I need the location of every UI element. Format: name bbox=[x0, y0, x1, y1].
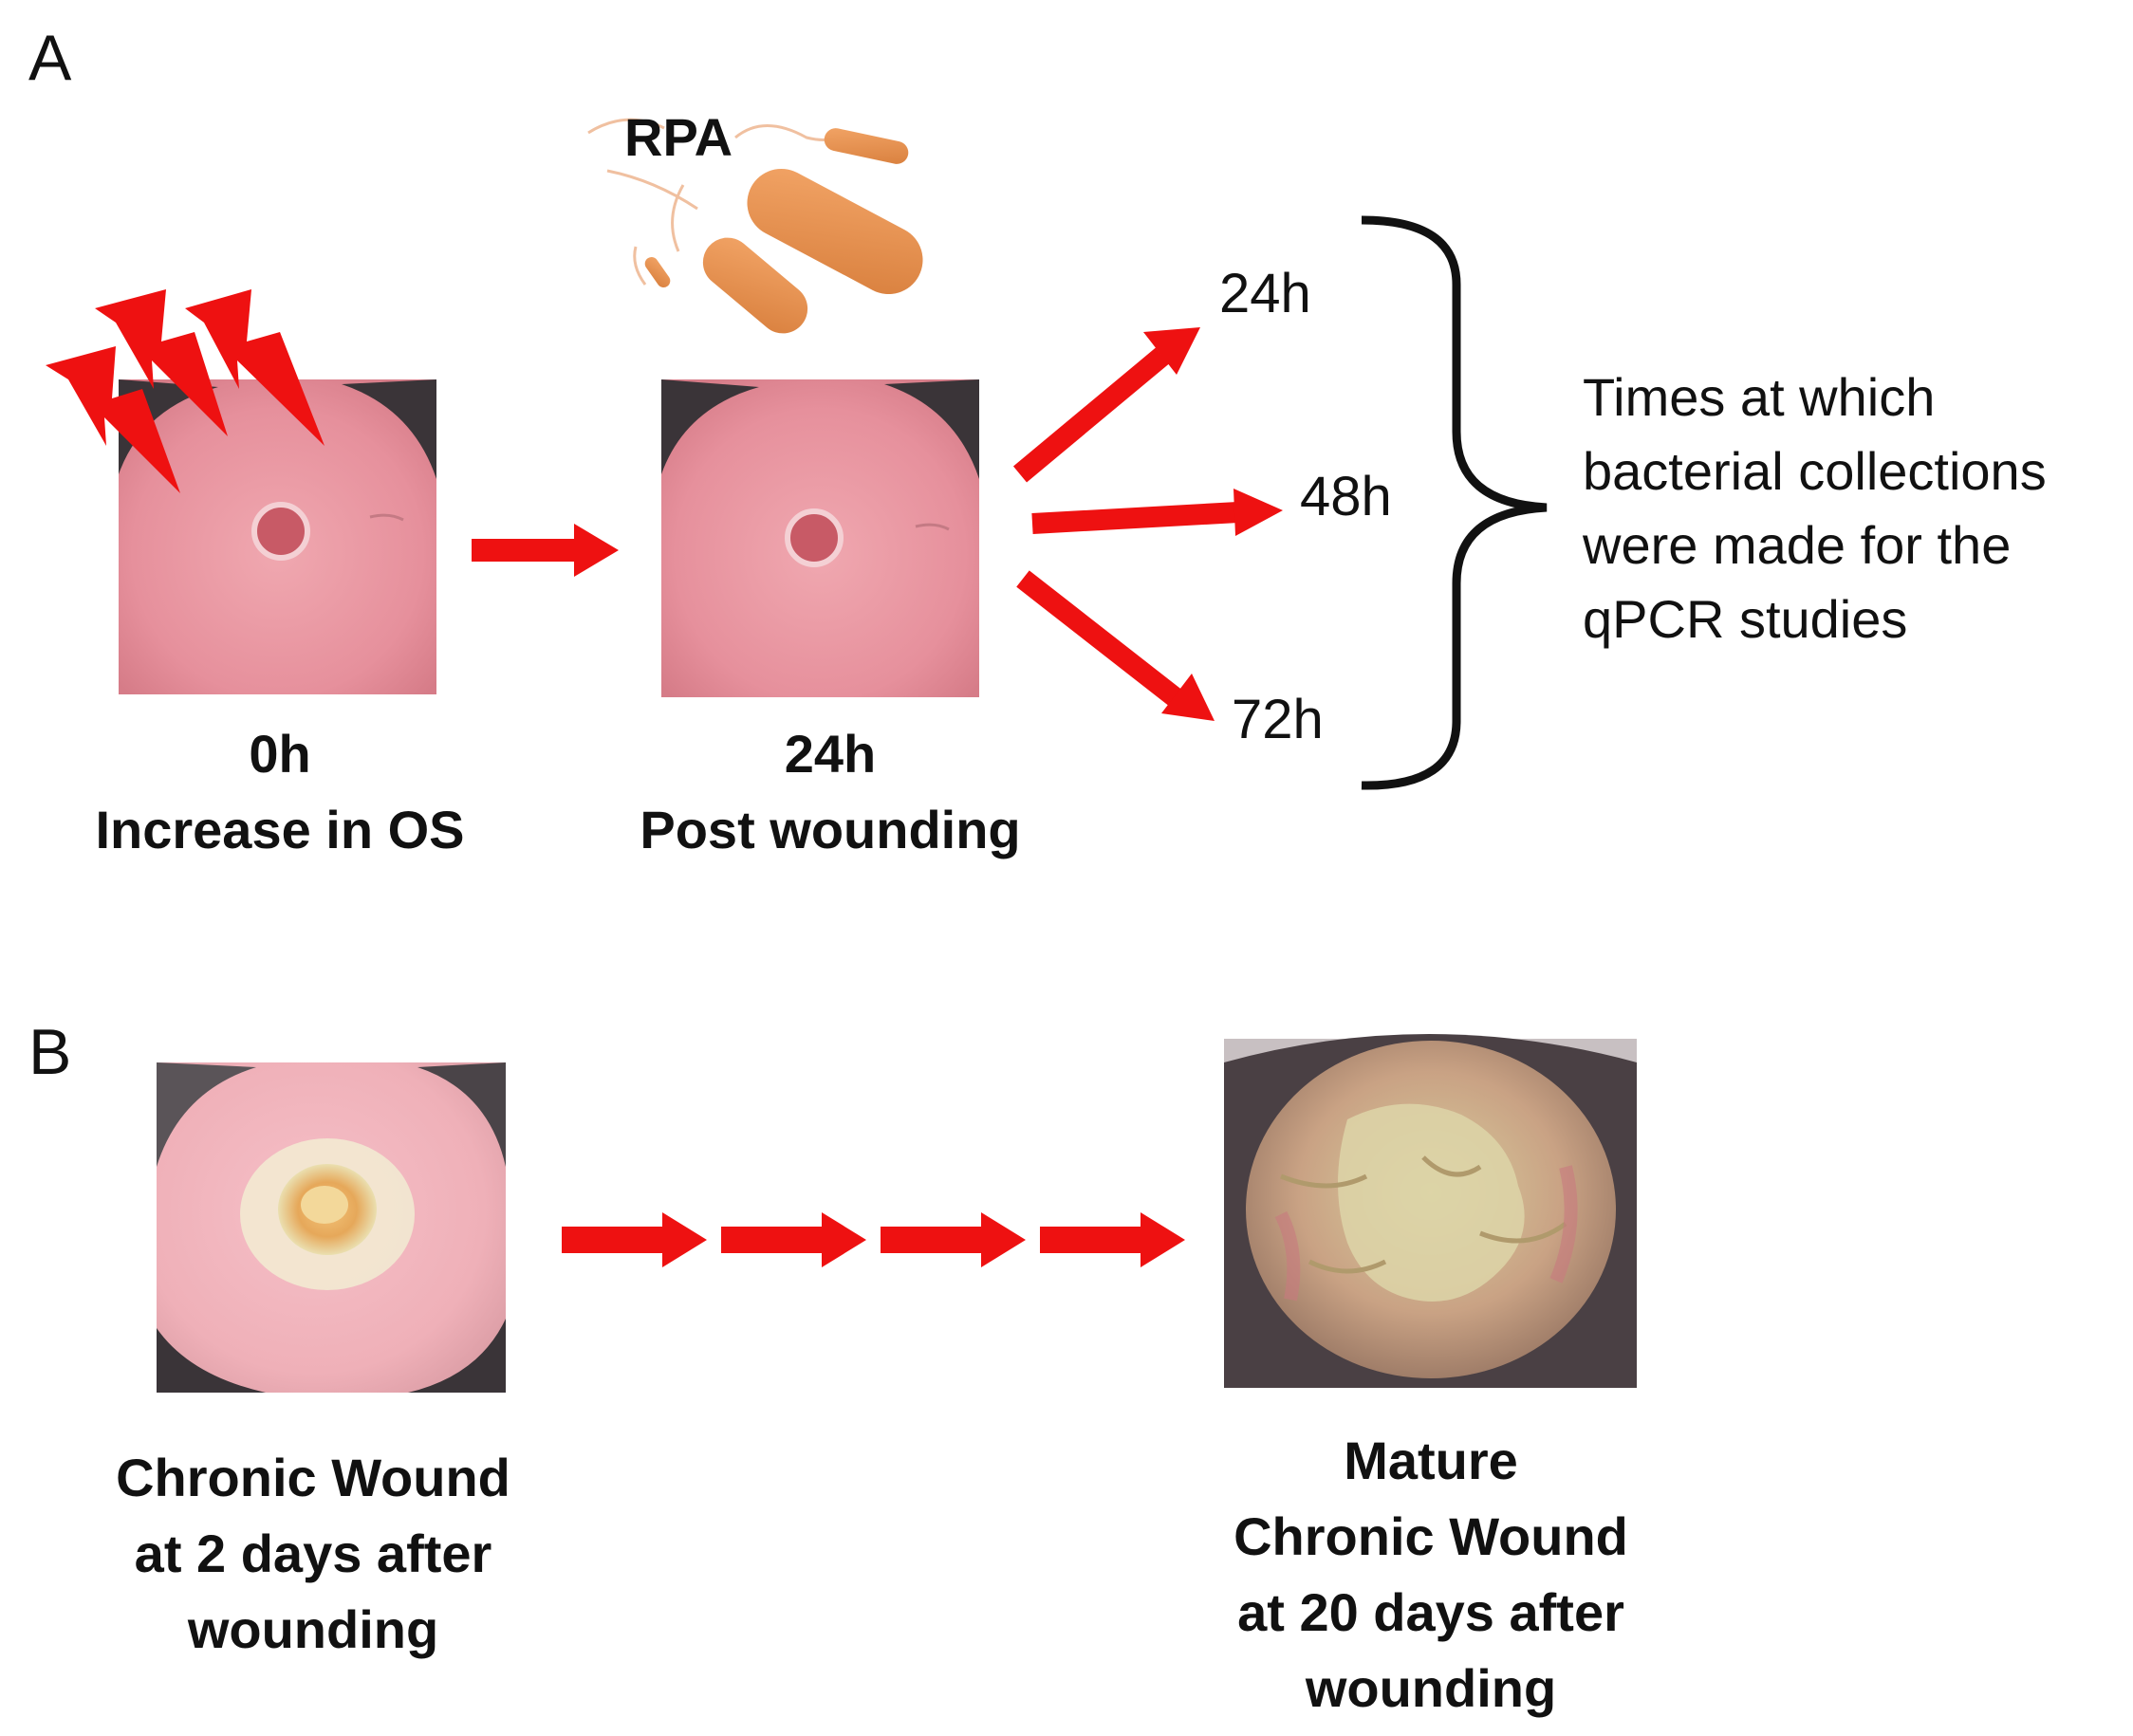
collection-note-line: were made for the bbox=[1583, 515, 2012, 575]
caption-24h: 24h Post wounding bbox=[588, 716, 1072, 868]
collection-time-72h: 72h bbox=[1232, 689, 1324, 750]
caption-mature-line: Mature bbox=[1344, 1431, 1518, 1490]
arrow-chain bbox=[562, 1212, 1185, 1267]
panel-label-a: A bbox=[28, 22, 72, 94]
collection-note-line: qPCR studies bbox=[1583, 589, 1908, 649]
caption-chronic-wound: Chronic Wound at 2 days after wounding bbox=[38, 1440, 588, 1668]
caption-chronic-line: wounding bbox=[187, 1599, 439, 1659]
caption-24h-time: 24h bbox=[784, 724, 877, 784]
collection-time-24h: 24h bbox=[1219, 263, 1311, 324]
caption-0h: 0h Increase in OS bbox=[38, 716, 522, 868]
caption-chronic-line: Chronic Wound bbox=[116, 1448, 510, 1507]
arrow-to-24h bbox=[1012, 327, 1200, 483]
collection-note: Times at which bacterial collections wer… bbox=[1583, 360, 2047, 656]
bacteria-icon bbox=[587, 118, 923, 334]
curly-brace bbox=[1361, 215, 1548, 790]
bacteria-label: RPA bbox=[624, 107, 733, 167]
caption-24h-desc: Post wounding bbox=[640, 800, 1021, 859]
panel-label-b: B bbox=[28, 1016, 72, 1088]
caption-mature-chronic-wound: Mature Chronic Wound at 20 days after wo… bbox=[1156, 1423, 1706, 1727]
photo-0h bbox=[119, 379, 436, 694]
caption-mature-line: at 20 days after bbox=[1237, 1582, 1624, 1642]
collection-time-48h: 48h bbox=[1300, 466, 1392, 527]
caption-mature-line: wounding bbox=[1305, 1658, 1557, 1718]
caption-0h-time: 0h bbox=[249, 724, 311, 784]
photo-chronic-wound-2days bbox=[157, 1062, 506, 1393]
arrow-to-48h bbox=[1031, 489, 1283, 536]
photo-mature-chronic-wound-20days bbox=[1224, 1034, 1637, 1388]
collection-note-line: bacterial collections bbox=[1583, 441, 2047, 501]
caption-chronic-line: at 2 days after bbox=[134, 1524, 492, 1583]
collection-note-line: Times at which bbox=[1583, 367, 1936, 427]
oxidative-stress-bolts-icon bbox=[46, 289, 325, 493]
photo-24h bbox=[661, 379, 979, 697]
arrow-0h-to-24h bbox=[472, 524, 619, 577]
caption-0h-desc: Increase in OS bbox=[95, 800, 465, 859]
caption-mature-line: Chronic Wound bbox=[1233, 1506, 1628, 1566]
arrow-to-72h bbox=[1016, 570, 1215, 721]
